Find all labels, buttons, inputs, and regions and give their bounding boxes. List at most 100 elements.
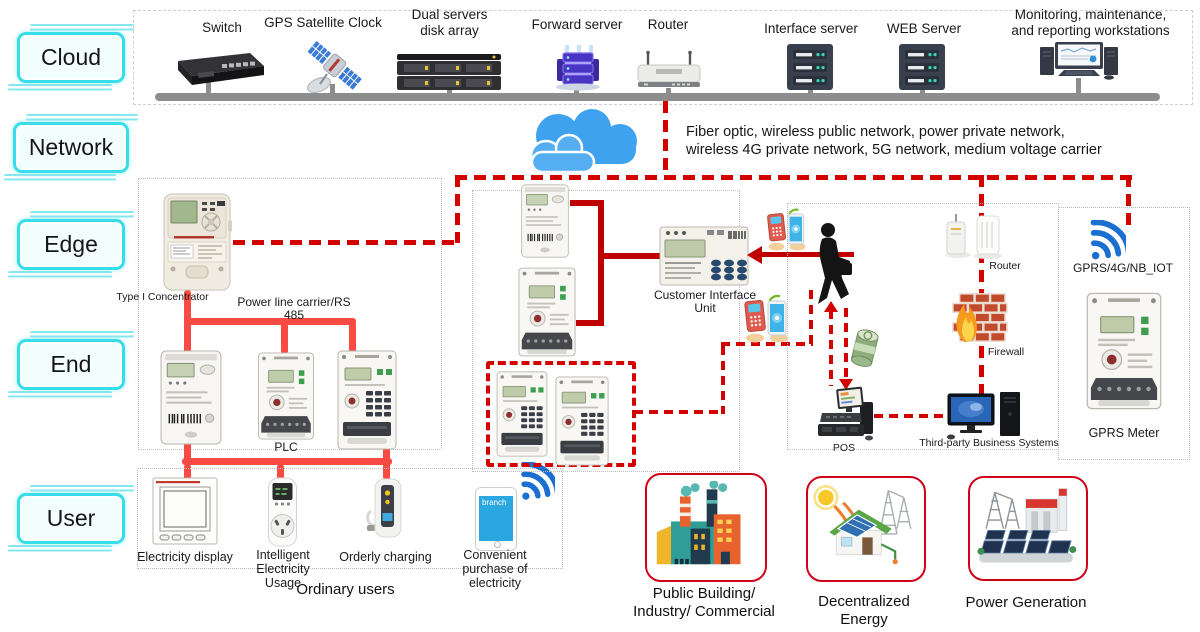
layer-label-cloud: Cloud <box>8 24 135 91</box>
customer-interface-unit-label: Customer Interface Unit <box>653 288 757 316</box>
pos-terminal-icon <box>816 386 874 442</box>
stem <box>920 90 925 94</box>
connector-meters-to-person <box>809 290 813 346</box>
line-plc-drop-right <box>349 322 356 354</box>
stem <box>330 84 335 94</box>
public-building-label: Public Building/ Industry/ Commercial <box>633 585 775 620</box>
line-meter-bracket <box>598 200 604 326</box>
decentralized-energy-label: Decentralized Energy <box>818 593 910 628</box>
power-generation-label: Power Generation <box>965 594 1087 611</box>
phone-screen-text: branch <box>479 496 513 541</box>
line-plc-drop-mid <box>281 322 288 354</box>
concentrator-group-box <box>138 178 442 450</box>
workstations-icon <box>1040 42 1118 80</box>
firewall-label: Firewall <box>987 346 1025 358</box>
gps-label: GPS Satellite Clock <box>264 15 382 30</box>
smart-meter-icon <box>554 376 610 466</box>
line-user-drop-display <box>184 464 191 480</box>
layer-label-network: Network <box>4 114 139 181</box>
line-user-drop-charging <box>383 446 390 480</box>
plc-link-label: Power line carrier/RS 485 <box>237 295 351 323</box>
connector-backbone-to-router-firewall <box>979 175 984 395</box>
smart-meter-icon <box>518 266 576 358</box>
electricity-display-label: Electricity display <box>137 550 233 564</box>
smart-meter-icon <box>256 352 316 440</box>
purchase-phone-icon: branch <box>475 487 517 551</box>
line-meter-bracket <box>576 320 602 326</box>
customer-interface-unit-icon <box>659 226 749 286</box>
disk-array-icon <box>397 54 501 91</box>
arrowhead-down <box>839 379 853 390</box>
arrowhead-up <box>824 301 838 312</box>
connector-backbone-to-concentrator-h <box>233 240 459 245</box>
edge-router-label: Router <box>989 260 1021 272</box>
smart-plug-icon <box>266 476 299 548</box>
layer-label-cloud-text: Cloud <box>40 44 102 70</box>
smart-meter-icon <box>336 350 398 450</box>
gps-satellite-icon <box>304 40 366 96</box>
line-meter-to-userbus <box>184 440 191 464</box>
stem <box>666 88 671 94</box>
phone-home-button <box>493 541 501 548</box>
connector-person-pos-up <box>829 310 833 386</box>
arrowhead-left <box>747 246 762 264</box>
pos-label: POS <box>832 442 856 454</box>
workstations-label: Monitoring, maintenance, and reporting w… <box>1011 7 1170 38</box>
layer-label-end-text: End <box>50 351 92 377</box>
web-server-label: WEB Server <box>886 21 962 36</box>
arrow-person-to-ciu <box>760 252 854 257</box>
third-party-pc-icon <box>946 390 1022 442</box>
router-label: Router <box>647 17 689 32</box>
network-cloud-icon <box>512 108 660 182</box>
layer-label-network-text: Network <box>28 134 114 160</box>
interface-server-label: Interface server <box>764 21 858 36</box>
layer-label-edge: Edge <box>8 211 135 278</box>
power-generation-icon <box>974 482 1078 572</box>
decentralized-energy-icon <box>812 482 916 572</box>
smart-plug-label: Intelligent Electricity Usage <box>256 548 310 590</box>
connector-meters-to-person <box>721 346 725 414</box>
meter-group-box <box>472 190 740 472</box>
connector-backbone-to-gprs <box>1126 175 1131 229</box>
stem <box>206 80 211 94</box>
line-bracket-to-ciu <box>604 253 660 259</box>
bus-bar <box>155 93 1160 101</box>
line-user-drop-plug <box>277 464 284 480</box>
concentrator-label: Type I Concentrator <box>116 291 209 303</box>
smart-meter-icon <box>160 350 222 445</box>
interface-server-icon <box>787 44 833 92</box>
network-description: Fiber optic, wireless public network, po… <box>686 124 1102 158</box>
public-building-icon <box>655 481 753 569</box>
line-plc-bus <box>184 318 356 325</box>
stem <box>574 89 579 94</box>
layer-label-user: User <box>8 485 135 552</box>
ordinary-users-label: Ordinary users <box>296 581 395 598</box>
stem <box>808 90 813 94</box>
switch-icon <box>170 50 270 86</box>
web-server-icon <box>899 44 945 92</box>
edge-router-icon <box>943 210 1007 260</box>
connector-meters-to-person <box>634 410 724 414</box>
connector-bus-to-backbone <box>663 101 668 177</box>
gprs-meter-icon <box>1086 280 1162 422</box>
router-icon <box>636 50 702 90</box>
stem <box>447 88 452 94</box>
gprs-group-box <box>1058 207 1190 460</box>
connector-backbone-to-concentrator-v <box>455 175 460 243</box>
forward-server-icon <box>547 45 607 91</box>
connector-person-pos-down <box>844 308 848 380</box>
firewall-icon <box>948 290 1008 346</box>
line-meter-bracket <box>570 200 604 206</box>
gprs-wireless-icon <box>1076 220 1126 266</box>
gprs-meter-label: GPRS Meter <box>1088 426 1160 440</box>
type1-concentrator-icon <box>162 192 232 292</box>
ordinary-users-box <box>137 468 563 569</box>
electricity-display-icon <box>152 477 218 547</box>
layer-label-edge-text: Edge <box>44 231 98 257</box>
line-user-bus <box>182 458 392 465</box>
connector-pos-to-thirdparty <box>874 414 948 418</box>
convenient-purchase-label: Convenient purchase of electricity <box>462 548 528 590</box>
smart-meter-icon <box>516 184 574 258</box>
stem <box>1076 78 1081 94</box>
